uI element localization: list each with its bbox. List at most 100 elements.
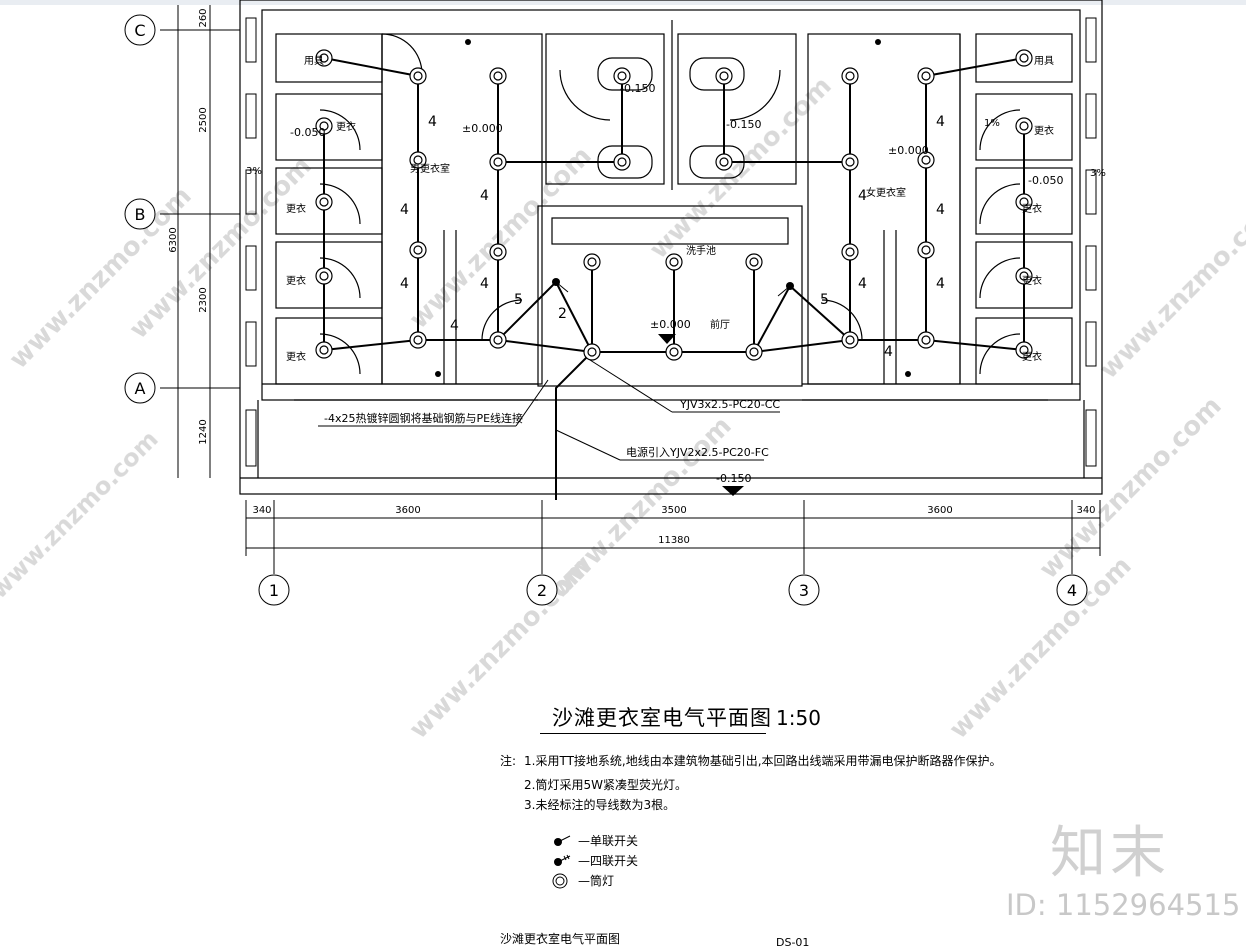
downlight-icon: [917, 331, 935, 349]
wire-count: 5: [820, 292, 829, 308]
wiring: [323, 57, 1025, 500]
room-label: 更衣: [286, 350, 306, 363]
dimension-text: 1240: [198, 419, 209, 444]
wire-count: 4: [884, 344, 893, 360]
watermark-text: www.znzmo.com: [1034, 391, 1228, 585]
downlight-icon: [841, 153, 859, 171]
wire-count: 4: [936, 202, 945, 218]
dimension-text: 3500: [661, 505, 686, 516]
downlight-icon: [409, 241, 427, 259]
wire-count: 4: [858, 188, 867, 204]
single-switch-icon: [905, 371, 911, 377]
downlight-icon: [583, 343, 601, 361]
legend-label: —单联开关: [578, 834, 639, 848]
wire-count: 4: [400, 202, 409, 218]
downlight-icon: [1015, 117, 1033, 135]
level-label: -0.050: [1028, 174, 1063, 187]
note-item: 2.筒灯采用5W紧凑型荧光灯。: [524, 778, 687, 792]
callouts: -4x25热镀锌圆钢将基础钢筋与PE线连接 YJV3x2.5-PC20-CC 电…: [318, 359, 780, 461]
room-label: 更衣: [336, 120, 356, 133]
grid-lines: [160, 5, 1101, 574]
downlight-icon: [715, 153, 733, 171]
downlight-icon: [409, 151, 427, 169]
note-item: 1.采用TT接地系统,地线由本建筑物基础引出,本回路出线端采用带漏电保护断路器作…: [524, 754, 1002, 768]
downlight-icon: [489, 153, 507, 171]
dimension-text: 6300: [168, 227, 179, 252]
level-label: ±0.000: [650, 318, 691, 331]
legend-label: —筒灯: [578, 874, 615, 888]
downlight-icon: [917, 67, 935, 85]
dimension-text: 2500: [198, 107, 209, 132]
grid-col-label: 4: [1067, 581, 1077, 600]
downlight-icon: [665, 253, 683, 271]
room-labels: 男更衣室 女更衣室 前厅 洗手池 用具 用具 更衣 更衣 更衣 更衣 更衣 更衣…: [246, 55, 1106, 485]
single-switch-icon: [554, 835, 571, 846]
level-triangle: [658, 334, 676, 344]
slope-label: 3%: [246, 166, 262, 177]
grid-col-label: 2: [537, 581, 547, 600]
dimension-text: 340: [252, 505, 271, 516]
walls: [239, 0, 1103, 495]
downlight-icon: [841, 331, 859, 349]
dimensions: 260 2500 6300 2300 1240 340 3600 3500 36…: [168, 8, 1096, 546]
legend-label: —四联开关: [578, 854, 639, 868]
downlight-icon: [315, 193, 333, 211]
grid-row-label: C: [134, 21, 145, 40]
room-label: 更衣: [1022, 350, 1042, 363]
wire-count: 4: [450, 318, 459, 334]
downlight-icon: [745, 253, 763, 271]
downlight-icon: [409, 331, 427, 349]
downlight-icon: [1015, 267, 1033, 285]
overall-dimension: 11380: [658, 535, 690, 546]
grid-row-label: B: [135, 205, 146, 224]
level-label: -0.150: [716, 472, 751, 485]
downlight-icon: [315, 117, 333, 135]
watermarks: www.znzmo.com www.znzmo.com www.znzmo.co…: [0, 71, 1246, 745]
wire-count: 4: [858, 276, 867, 292]
room-label: 更衣: [1034, 124, 1054, 137]
downlight-icon: [665, 343, 683, 361]
level-label: ±0.000: [888, 144, 929, 157]
room-label: 前厅: [710, 318, 730, 331]
room-label: 更衣: [1022, 202, 1042, 215]
downlight-icon: [315, 341, 333, 359]
downlight-icon: [1015, 341, 1033, 359]
quad-switch-icon: [552, 278, 569, 293]
downlight-icon: [489, 243, 507, 261]
single-switch-icon: [435, 371, 441, 377]
single-switch-icon: [875, 39, 881, 45]
room-label: 用具: [1034, 55, 1054, 67]
downlight-icon: [583, 253, 601, 271]
watermark-text: www.znzmo.com: [1094, 191, 1246, 385]
notes-lead: 注:: [500, 754, 517, 768]
grid-col-label: 1: [269, 581, 279, 600]
downlight-icon: [409, 67, 427, 85]
downlight-icon: [489, 67, 507, 85]
wire-count: 4: [936, 114, 945, 130]
level-label: -0.150: [620, 82, 655, 95]
downlights: [315, 49, 1033, 361]
footer-code: DS-01: [776, 936, 810, 949]
downlight-icon: [315, 267, 333, 285]
title-underline: [540, 733, 766, 734]
watermark-text: www.znzmo.com: [0, 425, 164, 604]
top-bar: [0, 0, 1246, 5]
downlight-icon: [917, 241, 935, 259]
downlight-icon: [613, 67, 631, 85]
downlight-icon: [1015, 193, 1033, 211]
room-label: 更衣: [286, 202, 306, 215]
room-label: 更衣: [1022, 274, 1042, 287]
level-label: -0.150: [726, 118, 761, 131]
level-triangle: [722, 486, 744, 496]
grid-col-label: 3: [799, 581, 809, 600]
downlight-icon: [489, 331, 507, 349]
wire-count: 4: [480, 188, 489, 204]
room-label: 用具: [304, 55, 324, 67]
drawing-title: 沙滩更衣室电气平面图: [552, 706, 772, 730]
wire-count: 4: [480, 276, 489, 292]
downlight-icon: [745, 343, 763, 361]
single-switch-icon: [465, 39, 471, 45]
quad-switch-icon: [554, 854, 571, 866]
branch-callout: YJV3x2.5-PC20-CC: [679, 398, 780, 411]
